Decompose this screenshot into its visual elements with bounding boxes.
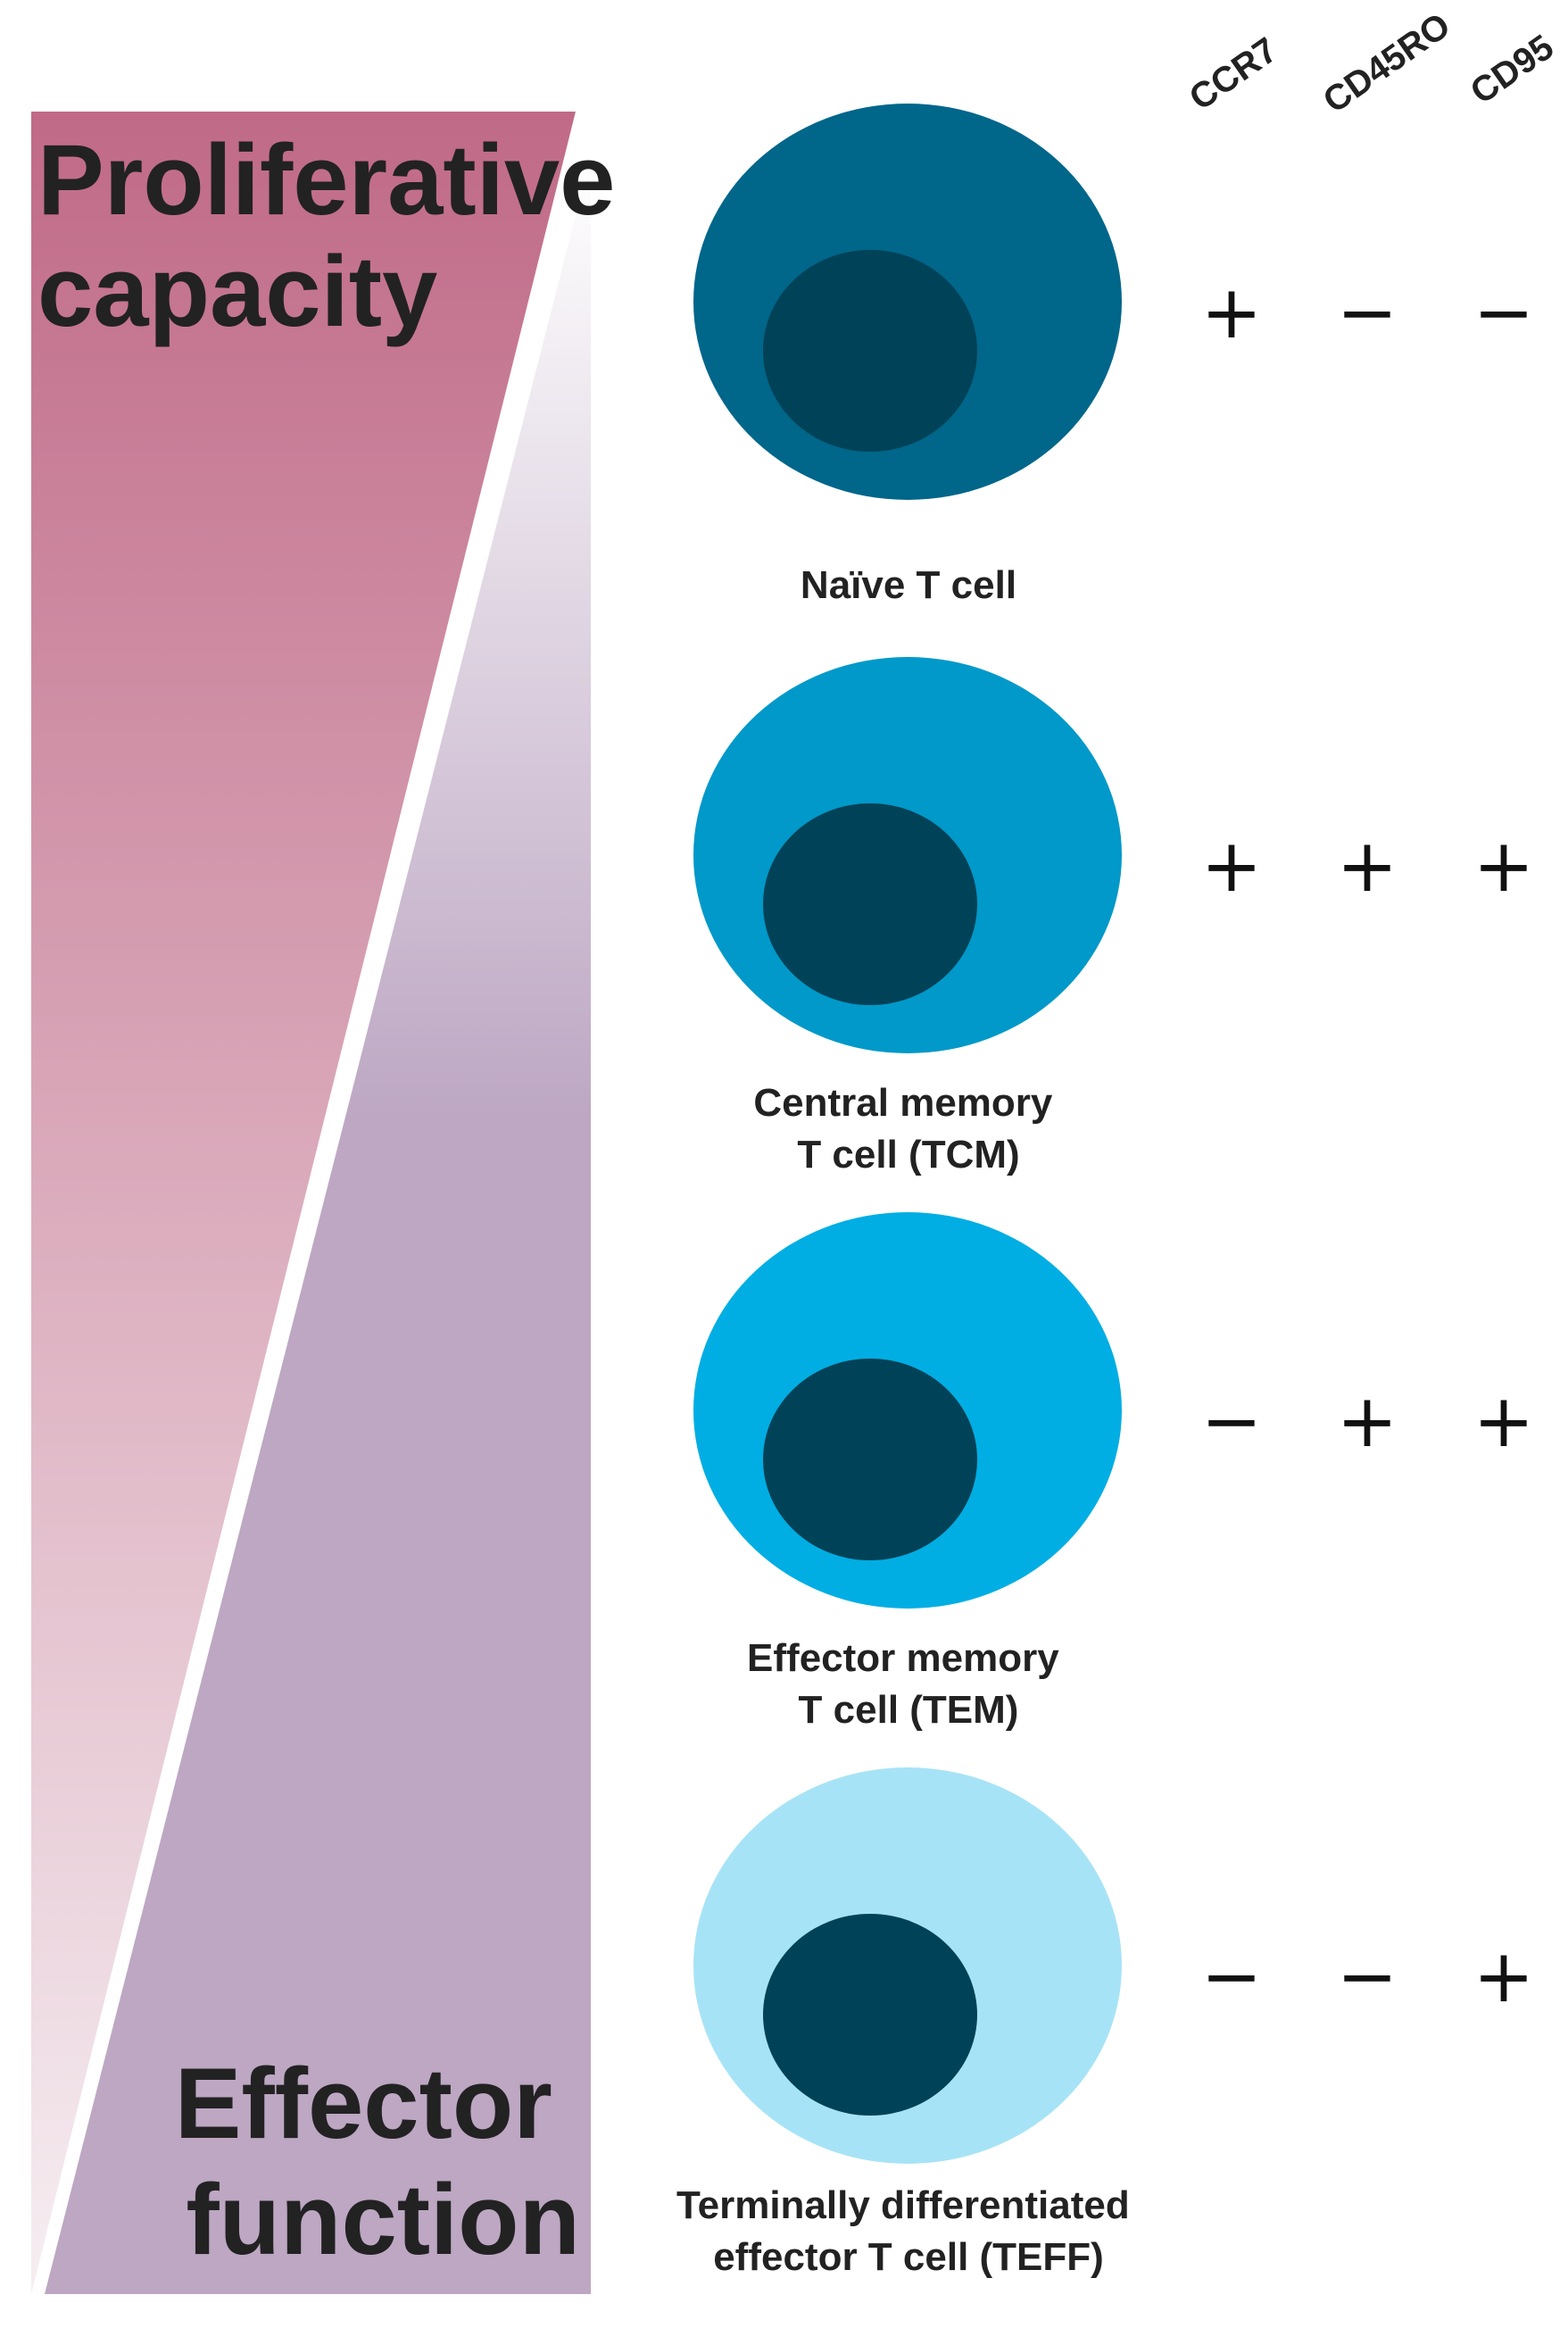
cell-effector-memory — [693, 1212, 1122, 1609]
cell-label-effector-memory: Effector memory T cell (TEM) — [747, 1636, 1070, 1732]
marker-header-ccr7: CCR7 — [1182, 30, 1284, 119]
sign-naive-cd45ro: − — [1337, 270, 1398, 355]
cell-terminal-effector — [693, 1767, 1122, 2164]
marker-header-cd95: CD95 — [1464, 28, 1561, 112]
cell-central-memory — [693, 657, 1122, 1053]
sign-tcm-ccr7: + — [1201, 824, 1263, 909]
effector-label-line-2: function — [186, 2164, 580, 2275]
proliferative-label: Proliferative capacity — [37, 124, 643, 347]
marker-header-cd45ro: CD45RO — [1316, 5, 1457, 121]
sign-tcm-cd95: + — [1473, 824, 1535, 909]
proliferative-capacity-wedge — [31, 112, 576, 2294]
proliferative-label-line-2: capacity — [37, 236, 437, 347]
sign-naive-ccr7: + — [1201, 270, 1263, 355]
sign-tem-ccr7: − — [1201, 1379, 1263, 1464]
effector-label: Effector function — [175, 2048, 580, 2275]
cell-nucleus — [763, 250, 977, 452]
cell-label-terminal-effector: Terminally differentiated effector T cel… — [676, 2183, 1141, 2279]
cell-label-naive: Naïve T cell — [801, 563, 1016, 607]
effector-function-wedge — [45, 156, 591, 2294]
cell-nucleus — [763, 1359, 977, 1560]
sign-tcm-cd45ro: + — [1337, 824, 1398, 909]
cell-nucleus — [763, 1914, 977, 2116]
cell-naive — [693, 104, 1122, 500]
cell-label-central-memory: Central memory T cell (TCM) — [753, 1081, 1063, 1176]
sign-tem-cd45ro: + — [1337, 1379, 1398, 1464]
effector-label-line-1: Effector — [175, 2048, 552, 2159]
cell-nucleus — [763, 803, 977, 1005]
sign-teff-ccr7: − — [1201, 1934, 1263, 2019]
sign-tem-cd95: + — [1473, 1379, 1535, 1464]
proliferative-label-line-1: Proliferative — [37, 124, 615, 236]
sign-naive-cd95: − — [1473, 270, 1535, 355]
sign-teff-cd45ro: − — [1337, 1934, 1398, 2019]
sign-teff-cd95: + — [1473, 1934, 1535, 2019]
